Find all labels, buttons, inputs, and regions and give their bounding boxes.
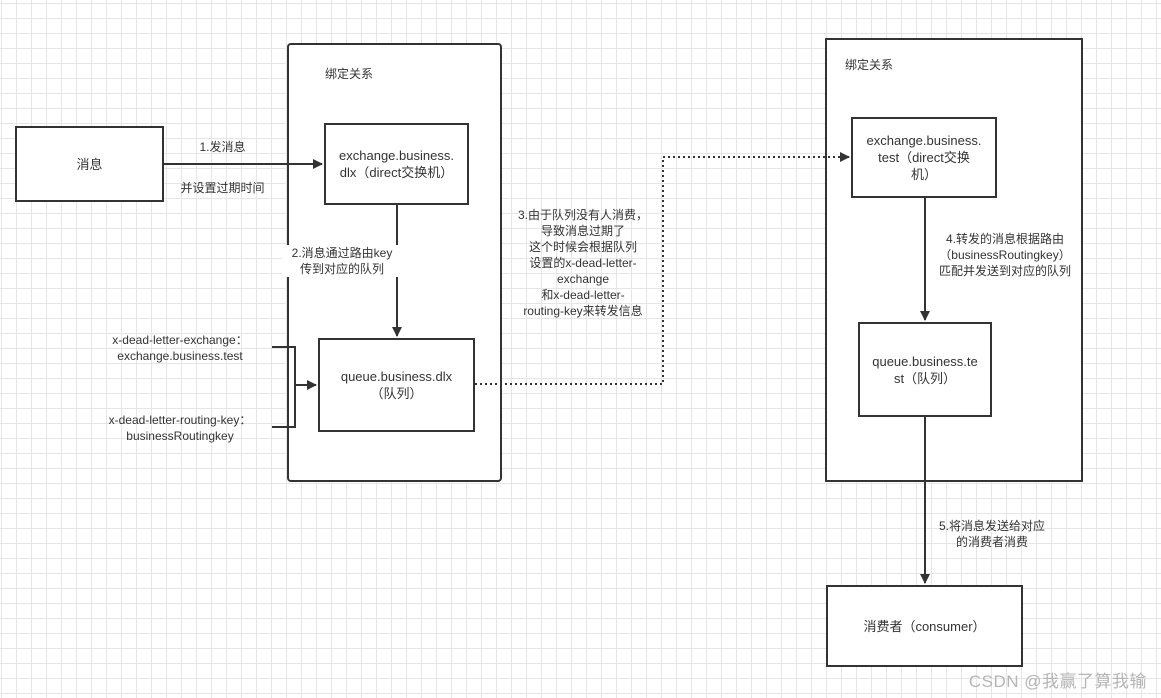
step1-label-top: 1.发消息 bbox=[199, 140, 246, 154]
step3-label: 3.由于队列没有人消费， 导致消息过期了 这个时候会根据队列 设置的x-dead… bbox=[517, 208, 648, 318]
step5-label: 5.将消息发送给对应 的消费者消费 bbox=[938, 519, 1045, 549]
binding-group-right-title: 绑定关系 bbox=[845, 58, 894, 72]
dlx-exchange-arg-label: x-dead-letter-exchange： exchange.busines… bbox=[112, 333, 248, 363]
consumer-node[interactable]: 消费者（consumer） bbox=[826, 585, 1023, 667]
args-bracket bbox=[272, 346, 296, 428]
dlx-routing-arg-label: x-dead-letter-routing-key： businessRouti… bbox=[108, 413, 252, 443]
binding-group-left-title: 绑定关系 bbox=[325, 67, 374, 81]
exchange-dlx-node[interactable]: exchange.business. dlx（direct交换机） bbox=[324, 123, 469, 205]
edge-dead-letter-route bbox=[475, 152, 850, 385]
csdn-watermark: CSDN @我赢了算我输 bbox=[968, 672, 1147, 691]
step4-label: 4.转发的消息根据路由 （businessRoutingkey） 匹配并发送到对… bbox=[938, 232, 1071, 278]
step1-label-bottom: 并设置过期时间 bbox=[180, 181, 265, 195]
message-node[interactable]: 消息 bbox=[15, 126, 164, 202]
queue-test-node[interactable]: queue.business.te st（队列） bbox=[858, 322, 992, 417]
queue-dlx-node[interactable]: queue.business.dlx （队列） bbox=[318, 338, 475, 432]
exchange-test-node[interactable]: exchange.business. test（direct交换 机） bbox=[851, 117, 997, 198]
step2-label: 2.消息通过路由key 传到对应的队列 bbox=[282, 245, 402, 277]
